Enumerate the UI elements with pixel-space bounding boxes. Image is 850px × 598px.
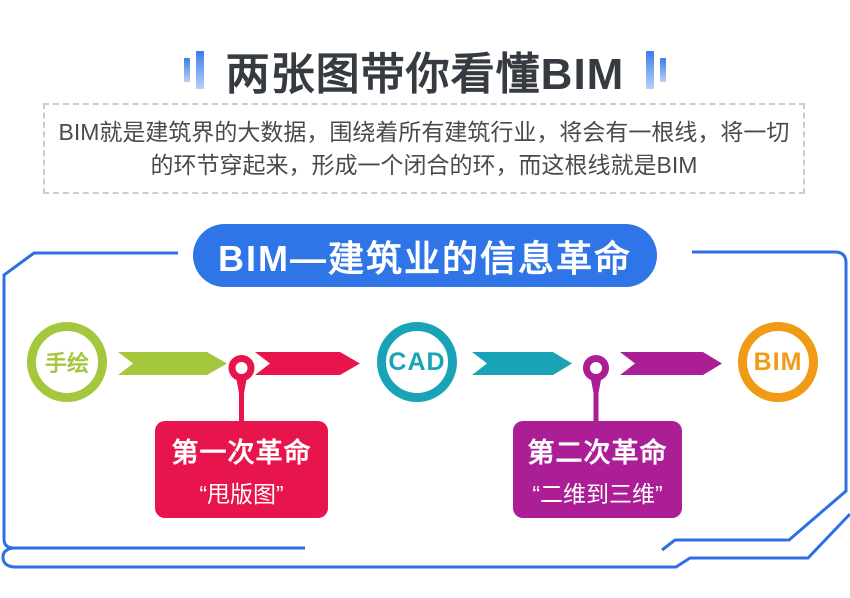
page-title: 两张图带你看懂BIM bbox=[225, 50, 625, 99]
milestone-subtitle: “二维到三维” bbox=[532, 480, 663, 507]
arrow-magenta-icon bbox=[620, 352, 722, 375]
intro-line-1: BIM就是建筑界的大数据，围绕着所有建筑行业，将会有一根线，将一切 bbox=[58, 118, 790, 145]
frame-line-bottom bbox=[1, 512, 850, 569]
stage-circle-hand-drawing: 手绘 bbox=[27, 322, 107, 402]
arrow-teal-icon bbox=[472, 352, 572, 375]
quote-bar-tall bbox=[195, 51, 204, 89]
quote-bar-short bbox=[660, 58, 667, 82]
milestone-card-1: 第一次革命 “甩版图” bbox=[155, 421, 328, 518]
intro-box: BIM就是建筑界的大数据，围绕着所有建筑行业，将会有一根线，将一切 的环节穿起来… bbox=[43, 103, 805, 194]
stage-circle-cad: CAD bbox=[377, 322, 457, 402]
quote-bars-right-icon bbox=[646, 51, 667, 89]
page-header: 两张图带你看懂BIM bbox=[0, 42, 850, 99]
arrow-red-icon bbox=[255, 352, 360, 375]
milestone-pin-1-icon bbox=[228, 355, 255, 421]
milestone-subtitle: “甩版图” bbox=[199, 480, 284, 507]
quote-bars-left-icon bbox=[183, 51, 204, 89]
section-banner: BIM—建筑业的信息革命 bbox=[193, 224, 657, 287]
milestone-title: 第一次革命 bbox=[171, 437, 312, 468]
arrow-green-icon bbox=[118, 352, 227, 375]
intro-line-2: 的环节穿起来，形成一个闭合的环，而这根线就是BIM bbox=[150, 151, 698, 178]
section-banner-label: BIM—建筑业的信息革命 bbox=[218, 237, 632, 279]
milestone-pin-2-icon bbox=[583, 355, 609, 421]
quote-bar-tall bbox=[646, 51, 655, 89]
stage-label: CAD bbox=[388, 347, 446, 376]
stage-label: 手绘 bbox=[44, 351, 89, 376]
stage-label: BIM bbox=[753, 347, 803, 376]
quote-bar-short bbox=[183, 58, 190, 82]
stage-circle-bim: BIM bbox=[738, 322, 818, 402]
frame-line-right bbox=[661, 250, 848, 552]
milestone-card-2: 第二次革命 “二维到三维” bbox=[513, 421, 682, 518]
milestone-title: 第二次革命 bbox=[527, 437, 668, 468]
